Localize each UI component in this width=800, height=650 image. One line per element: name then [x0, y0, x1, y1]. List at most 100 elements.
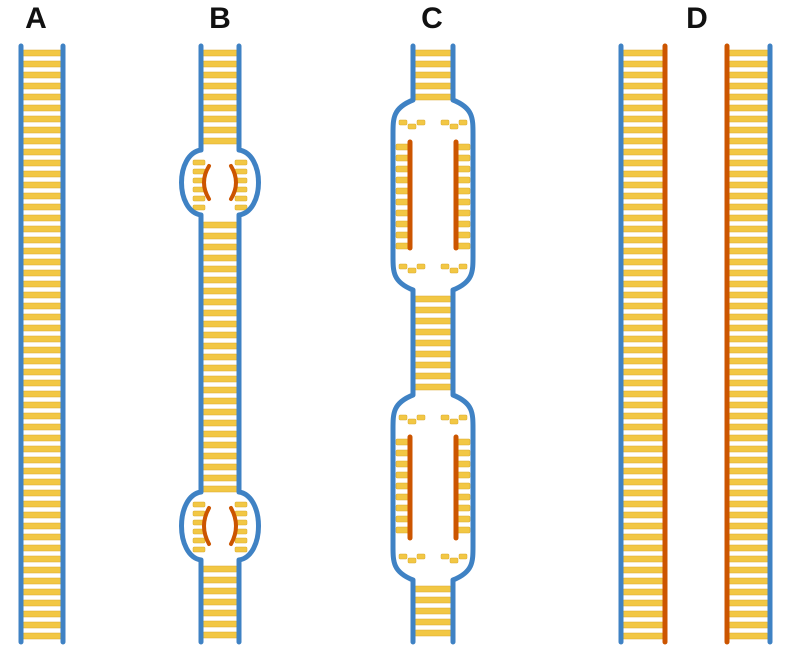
base-stub — [407, 418, 417, 425]
panel-labels: A B C D — [25, 2, 708, 35]
base-pair — [202, 243, 238, 251]
base-pair — [22, 511, 62, 519]
base-pair — [202, 49, 238, 57]
base-stub — [234, 195, 248, 202]
base-pair — [22, 335, 62, 343]
daughter-strand — [229, 506, 238, 546]
base-pair — [202, 115, 238, 123]
base-pair — [202, 620, 238, 628]
base-pair — [22, 390, 62, 398]
base-stub — [398, 263, 408, 270]
base-pair — [728, 203, 769, 211]
base-stub — [458, 263, 468, 270]
base-pair — [456, 438, 471, 446]
base-pair — [622, 269, 664, 277]
base-pair — [728, 390, 769, 398]
base-pair — [202, 565, 238, 573]
panel-label-b: B — [209, 2, 231, 35]
base-pair — [22, 192, 62, 200]
base-pair — [414, 328, 452, 336]
base-pair — [728, 423, 769, 431]
base-pair — [22, 159, 62, 167]
base-pair — [456, 449, 471, 457]
base-pair — [202, 137, 238, 145]
base-pair — [622, 258, 664, 266]
base-stub — [234, 159, 248, 166]
base-pair — [728, 335, 769, 343]
base-pair — [622, 478, 664, 486]
base-pair-rungs — [22, 49, 769, 640]
base-pair — [622, 533, 664, 541]
base-pair — [728, 49, 769, 57]
base-pair — [202, 232, 238, 240]
base-pair — [622, 401, 664, 409]
base-stub — [440, 414, 450, 421]
base-pair — [202, 342, 238, 350]
base-pair — [414, 596, 452, 604]
base-pair — [728, 379, 769, 387]
base-pair — [22, 82, 62, 90]
base-pair — [202, 430, 238, 438]
base-pair — [414, 629, 452, 637]
parent-strand-right — [236, 43, 261, 645]
base-pair — [22, 225, 62, 233]
base-pair — [728, 544, 769, 552]
base-pair — [202, 609, 238, 617]
base-stub — [398, 414, 408, 421]
base-pair — [622, 247, 664, 255]
base-pair — [622, 104, 664, 112]
base-pair — [414, 49, 452, 57]
base-pair — [202, 287, 238, 295]
base-pair — [22, 368, 62, 376]
base-stub — [234, 501, 248, 508]
base-pair — [728, 412, 769, 420]
base-pair — [622, 148, 664, 156]
base-pair — [622, 181, 664, 189]
base-pair — [728, 258, 769, 266]
base-pair — [22, 401, 62, 409]
daughter-strand — [202, 164, 211, 201]
base-stub — [234, 510, 248, 517]
base-pair — [728, 104, 769, 112]
base-pair — [202, 587, 238, 595]
base-pair — [22, 126, 62, 134]
base-pair — [456, 209, 471, 217]
base-stub — [192, 501, 206, 508]
base-stub — [458, 119, 468, 126]
base-pair — [22, 467, 62, 475]
base-pair — [22, 258, 62, 266]
base-pair — [202, 82, 238, 90]
base-pair — [622, 500, 664, 508]
base-pair — [728, 610, 769, 618]
base-pair — [622, 423, 664, 431]
base-pair — [22, 533, 62, 541]
base-pair — [22, 423, 62, 431]
base-pair — [622, 203, 664, 211]
base-pair — [456, 187, 471, 195]
base-pair — [22, 544, 62, 552]
base-pair — [22, 577, 62, 585]
base-pair — [395, 438, 410, 446]
base-pair — [622, 93, 664, 101]
base-pair — [728, 500, 769, 508]
parent-strand-left — [179, 43, 204, 645]
base-pair — [728, 247, 769, 255]
base-pair — [22, 280, 62, 288]
base-pair — [456, 231, 471, 239]
base-pair — [622, 192, 664, 200]
base-pair — [22, 148, 62, 156]
base-pair — [728, 588, 769, 596]
base-pair — [202, 397, 238, 405]
base-stub — [416, 119, 426, 126]
base-pair — [22, 434, 62, 442]
base-pair — [622, 170, 664, 178]
base-pair — [728, 357, 769, 365]
dna-backbones — [18, 43, 773, 645]
base-stub — [192, 195, 206, 202]
panel-label-d: D — [686, 2, 708, 35]
base-pair — [395, 231, 410, 239]
base-pair — [622, 49, 664, 57]
base-pair — [622, 71, 664, 79]
base-pair — [728, 214, 769, 222]
